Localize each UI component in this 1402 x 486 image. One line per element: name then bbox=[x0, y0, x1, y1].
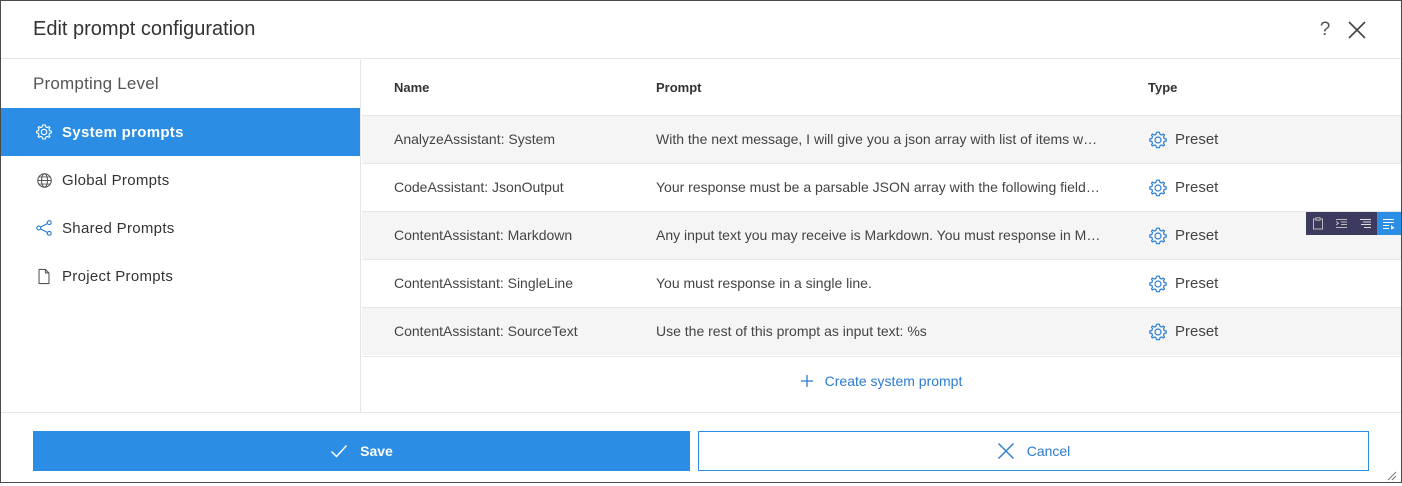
table-row[interactable]: CodeAssistant: JsonOutput Your response … bbox=[362, 163, 1401, 211]
gear-icon bbox=[1148, 322, 1168, 342]
table-header: Name Prompt Type bbox=[362, 60, 1401, 115]
document-icon bbox=[35, 267, 53, 285]
dialog-footer: Save Cancel bbox=[1, 412, 1401, 482]
row-prompt: Your response must be a parsable JSON ar… bbox=[656, 179, 1100, 195]
sidebar-item-system-prompts[interactable]: System prompts bbox=[1, 108, 360, 156]
sidebar-item-project-prompts[interactable]: Project Prompts bbox=[1, 252, 360, 300]
sidebar-item-label: Project Prompts bbox=[62, 267, 174, 285]
table-row[interactable]: ContentAssistant: SingleLine You must re… bbox=[362, 259, 1401, 307]
toolbar-align-button[interactable] bbox=[1354, 212, 1378, 235]
prompting-level-sidebar: Prompting Level System prompts Global Pr… bbox=[1, 60, 361, 412]
sidebar-item-label: Shared Prompts bbox=[62, 219, 175, 237]
row-type: Preset bbox=[1148, 308, 1348, 355]
share-icon bbox=[35, 219, 53, 237]
table-row[interactable]: AnalyzeAssistant: System With the next m… bbox=[362, 115, 1401, 163]
row-prompt: Any input text you may receive is Markdo… bbox=[656, 227, 1101, 243]
column-header-type[interactable]: Type bbox=[1148, 80, 1178, 95]
gear-icon bbox=[35, 123, 53, 141]
type-label: Preset bbox=[1175, 323, 1219, 340]
sidebar-heading: Prompting Level bbox=[33, 74, 159, 93]
resize-grip-icon[interactable] bbox=[1385, 468, 1397, 481]
cancel-label: Cancel bbox=[1026, 443, 1071, 459]
mini-toolbar bbox=[1306, 212, 1401, 235]
globe-icon bbox=[35, 171, 53, 189]
dialog-title: Edit prompt configuration bbox=[33, 18, 256, 40]
close-icon bbox=[997, 442, 1015, 460]
row-prompt: You must response in a single line. bbox=[656, 275, 872, 291]
create-system-prompt-button[interactable]: Create system prompt bbox=[362, 356, 1401, 404]
gear-icon bbox=[1148, 274, 1168, 294]
row-name: CodeAssistant: JsonOutput bbox=[394, 179, 564, 195]
toolbar-wrap-button[interactable] bbox=[1377, 212, 1401, 235]
help-button[interactable]: ? bbox=[1315, 17, 1335, 43]
gear-icon bbox=[1148, 226, 1168, 246]
sidebar-item-label: System prompts bbox=[62, 123, 184, 141]
row-name: ContentAssistant: SingleLine bbox=[394, 275, 573, 291]
table-row[interactable]: ContentAssistant: Markdown Any input tex… bbox=[362, 211, 1401, 259]
type-label: Preset bbox=[1175, 227, 1219, 244]
type-label: Preset bbox=[1175, 131, 1219, 148]
create-label: Create system prompt bbox=[824, 372, 963, 389]
indent-icon bbox=[1335, 219, 1348, 228]
row-name: AnalyzeAssistant: System bbox=[394, 131, 556, 147]
row-type: Preset bbox=[1148, 164, 1348, 211]
row-name: ContentAssistant: Markdown bbox=[394, 227, 573, 243]
plus-icon bbox=[800, 372, 813, 390]
row-type: Preset bbox=[1148, 116, 1348, 163]
sidebar-item-label: Global Prompts bbox=[62, 171, 170, 189]
toolbar-clipboard-button[interactable] bbox=[1306, 212, 1330, 235]
type-label: Preset bbox=[1175, 275, 1219, 292]
column-header-prompt[interactable]: Prompt bbox=[656, 80, 702, 95]
gear-icon bbox=[1148, 178, 1168, 198]
check-icon bbox=[330, 444, 348, 458]
close-button[interactable] bbox=[1345, 18, 1369, 42]
row-name: ContentAssistant: SourceText bbox=[394, 323, 578, 339]
toolbar-indent-button[interactable] bbox=[1330, 212, 1354, 235]
row-type: Preset bbox=[1148, 260, 1348, 307]
clipboard-icon bbox=[1312, 217, 1323, 230]
question-mark-icon: ? bbox=[1319, 19, 1331, 40]
dialog-header: Edit prompt configuration ? bbox=[1, 1, 1401, 59]
sidebar-item-shared-prompts[interactable]: Shared Prompts bbox=[1, 204, 360, 252]
row-prompt: Use the rest of this prompt as input tex… bbox=[656, 323, 927, 339]
close-icon bbox=[1348, 21, 1366, 39]
align-icon bbox=[1359, 218, 1371, 229]
row-prompt: With the next message, I will give you a… bbox=[656, 131, 1098, 147]
wrap-icon bbox=[1383, 218, 1395, 229]
column-header-name[interactable]: Name bbox=[394, 80, 430, 95]
type-label: Preset bbox=[1175, 179, 1219, 196]
sidebar-item-global-prompts[interactable]: Global Prompts bbox=[1, 156, 360, 204]
cancel-button[interactable]: Cancel bbox=[698, 431, 1369, 471]
save-button[interactable]: Save bbox=[33, 431, 690, 471]
table-row[interactable]: ContentAssistant: SourceText Use the res… bbox=[362, 307, 1401, 355]
gear-icon bbox=[1148, 130, 1168, 150]
prompts-table: Name Prompt Type AnalyzeAssistant: Syste… bbox=[362, 60, 1401, 412]
save-label: Save bbox=[360, 443, 393, 459]
row-type: Preset bbox=[1148, 212, 1348, 259]
